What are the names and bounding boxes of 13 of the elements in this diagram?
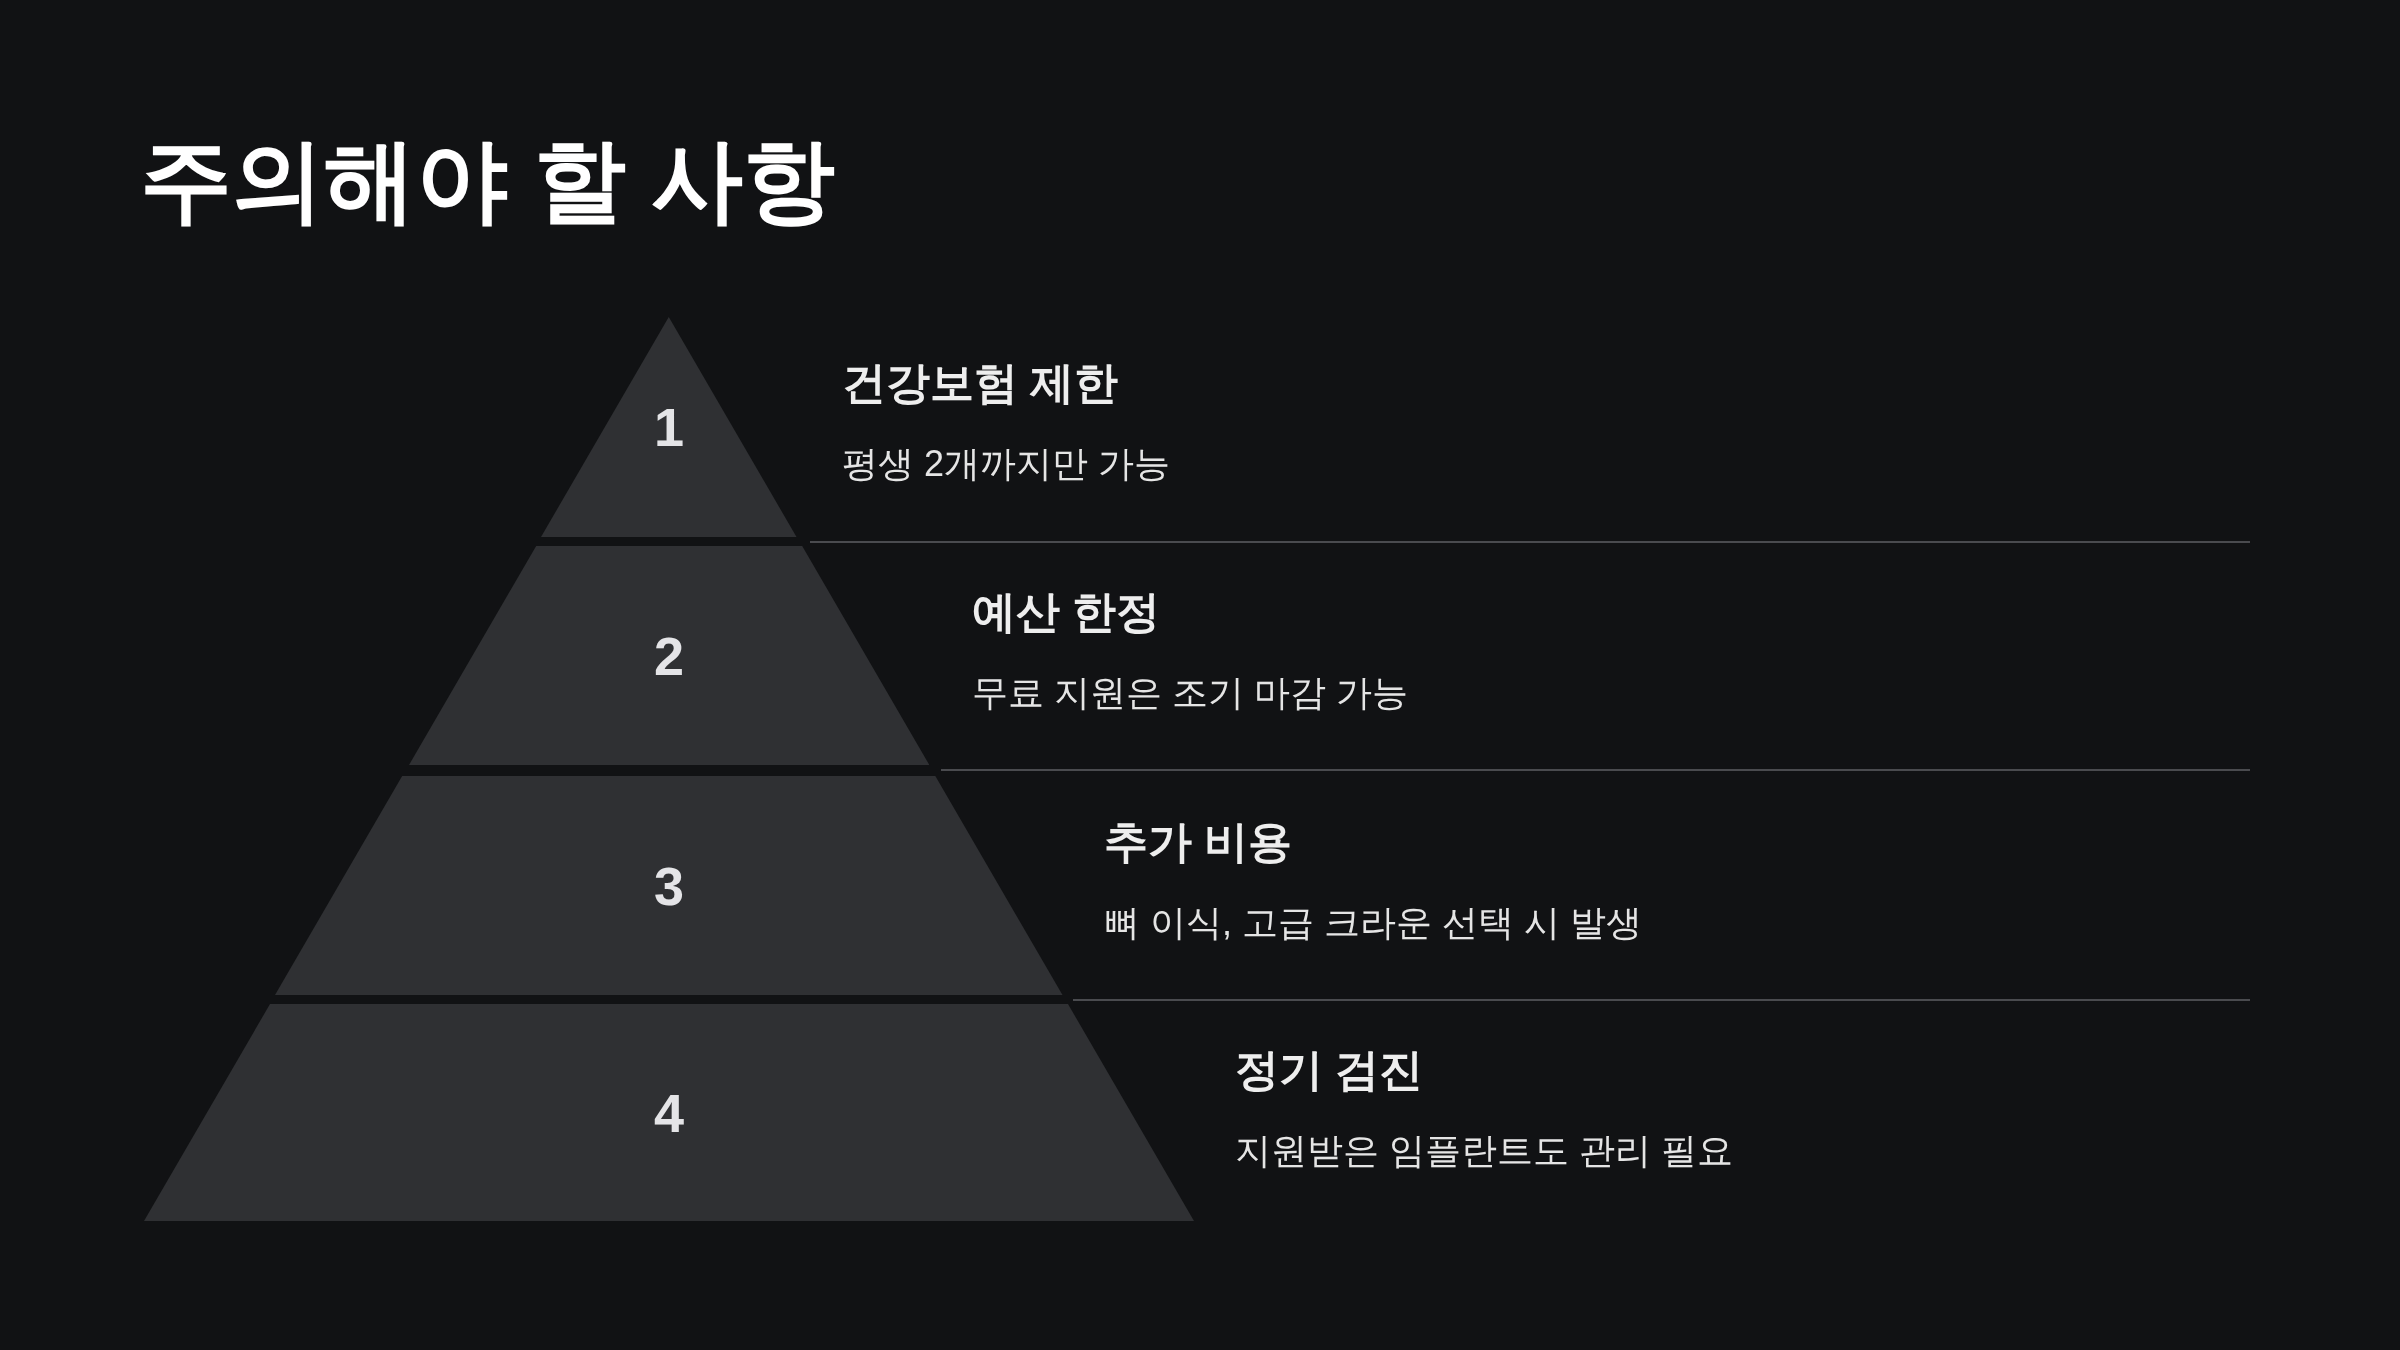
item-heading: 정기 검진	[1235, 1044, 1424, 1096]
item-description: 지원받은 임플란트도 관리 필요	[1235, 1129, 1733, 1173]
item-heading: 예산 한정	[972, 586, 1161, 638]
step-number: 1	[653, 395, 684, 459]
title: 주의해야 할 사항	[140, 128, 836, 233]
item-description: 무료 지원은 조기 마감 가능	[972, 671, 1408, 715]
item-heading: 건강보험 제한	[842, 357, 1119, 409]
item-heading: 추가 비용	[1104, 816, 1293, 868]
item-description: 평생 2개까지만 가능	[842, 442, 1171, 486]
item-description: 뼈 이식, 고급 크라운 선택 시 발생	[1104, 901, 1642, 945]
step-number: 2	[653, 624, 684, 687]
step-number: 4	[654, 1081, 684, 1144]
step-number: 3	[654, 854, 684, 917]
